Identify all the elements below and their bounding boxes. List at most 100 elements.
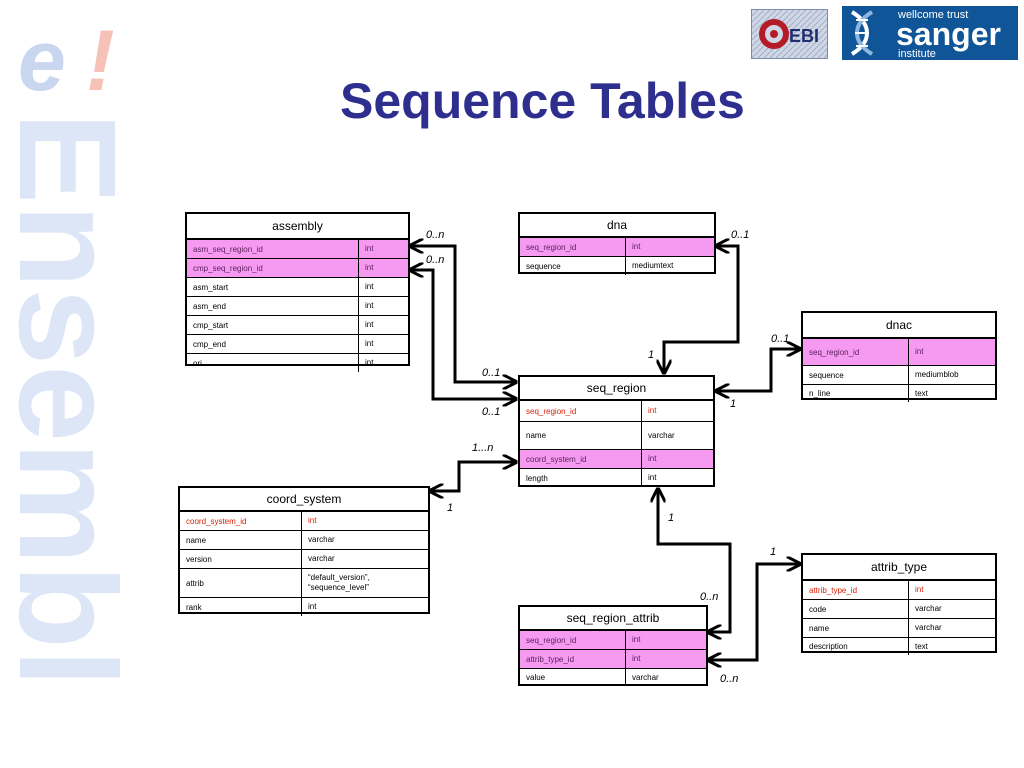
column-name: asm_start bbox=[187, 278, 359, 296]
column-type: int bbox=[365, 358, 374, 367]
column-name: cmp_end bbox=[187, 335, 359, 353]
column-type: int bbox=[365, 263, 374, 272]
table-row: asm_start int bbox=[187, 278, 408, 297]
column-type: int bbox=[648, 406, 657, 415]
column-type: int bbox=[365, 339, 374, 348]
column-type: int bbox=[365, 301, 374, 310]
table-dna-header: dna bbox=[520, 214, 714, 238]
card-dnac-side: 0..1 bbox=[771, 333, 790, 345]
column-name: sequence bbox=[520, 257, 626, 275]
ebi-logo: EBI bbox=[751, 9, 828, 59]
column-type: int bbox=[648, 454, 657, 463]
column-name: code bbox=[803, 600, 909, 618]
column-type: text bbox=[915, 641, 928, 651]
column-name: value bbox=[520, 669, 626, 686]
line-assembly-asm-seqregion bbox=[410, 246, 516, 382]
column-type: int bbox=[365, 320, 374, 329]
page-title: Sequence Tables bbox=[340, 73, 745, 129]
column-type: int bbox=[308, 516, 317, 525]
ensembl-vertical-word: Ensembl bbox=[0, 112, 144, 687]
column-type: varchar bbox=[648, 430, 675, 440]
column-type: varchar bbox=[308, 554, 335, 563]
column-type: “default_version”, “sequence_level” bbox=[308, 573, 370, 592]
table-row: seq_region_id int bbox=[520, 238, 714, 257]
card-assembly-asm: 0..n bbox=[426, 229, 445, 241]
column-name: version bbox=[180, 550, 302, 568]
sanger-logo-line1: wellcome trust bbox=[897, 9, 968, 21]
table-row: cmp_start int bbox=[187, 316, 408, 335]
column-name: asm_seq_region_id bbox=[187, 240, 359, 258]
card-seqregion-asm: 0..1 bbox=[482, 367, 501, 379]
table-row: name varchar bbox=[180, 531, 428, 550]
table-coord-system-header: coord_system bbox=[180, 488, 428, 512]
table-seq-region-attrib-header: seq_region_attrib bbox=[520, 607, 706, 631]
column-name: seq_region_id bbox=[803, 339, 909, 365]
column-name: rank bbox=[180, 598, 302, 616]
table-row: value varchar bbox=[520, 669, 706, 686]
column-type: int bbox=[648, 473, 657, 482]
column-name: sequence bbox=[803, 366, 909, 384]
table-attrib-type-header: attrib_type bbox=[803, 555, 995, 581]
card-assembly-cmp: 0..n bbox=[426, 254, 445, 266]
e-logo-letter: e bbox=[18, 13, 66, 109]
card-sra-up: 1 bbox=[668, 512, 675, 524]
card-seqregion-cmp: 0..1 bbox=[482, 406, 501, 418]
sanger-logo-line2: sanger bbox=[896, 16, 1001, 52]
column-type: varchar bbox=[308, 535, 335, 544]
sanger-institute-logo: wellcome trust sanger institute bbox=[842, 6, 1018, 60]
column-name: name bbox=[803, 619, 909, 637]
sanger-logo-line3: institute bbox=[898, 48, 936, 60]
column-name: seq_region_id bbox=[520, 401, 642, 421]
table-seq-region-header: seq_region bbox=[520, 377, 713, 401]
column-type: int bbox=[308, 602, 317, 611]
column-type: int bbox=[365, 282, 374, 291]
table-row: seq_region_id int bbox=[520, 401, 713, 422]
column-type: int bbox=[915, 585, 924, 594]
card-dna-side: 0..1 bbox=[731, 229, 750, 241]
ensembl-side-logo: e ! Ensembl bbox=[0, 13, 144, 687]
table-row: length int bbox=[520, 469, 713, 487]
column-name: description bbox=[803, 638, 909, 655]
column-type: varchar bbox=[632, 672, 659, 682]
column-type: int bbox=[632, 242, 641, 251]
card-sra-seqregion: 0..n bbox=[700, 591, 719, 603]
column-name: attrib bbox=[180, 569, 302, 597]
column-type: varchar bbox=[915, 623, 942, 632]
column-name: name bbox=[180, 531, 302, 549]
e-logo-bang: ! bbox=[86, 13, 115, 109]
table-row: code varchar bbox=[803, 600, 995, 619]
ebi-logo-text: EBI bbox=[789, 26, 819, 46]
column-name: asm_end bbox=[187, 297, 359, 315]
column-type: varchar bbox=[915, 604, 942, 613]
table-assembly-header: assembly bbox=[187, 214, 408, 240]
column-name: name bbox=[520, 422, 642, 449]
table-row: coord_system_id int bbox=[520, 450, 713, 469]
table-row: name varchar bbox=[520, 422, 713, 450]
column-name: seq_region_id bbox=[520, 238, 626, 256]
column-type: text bbox=[915, 388, 928, 398]
column-name: length bbox=[520, 469, 642, 487]
column-name: cmp_start bbox=[187, 316, 359, 334]
table-row: asm_end int bbox=[187, 297, 408, 316]
card-coord-seqregion: 1...n bbox=[472, 442, 494, 454]
line-coordsystem-seqregion bbox=[430, 462, 516, 491]
column-name: coord_system_id bbox=[520, 450, 642, 468]
column-type: int bbox=[632, 635, 641, 644]
column-name: coord_system_id bbox=[180, 512, 302, 530]
table-row: description text bbox=[803, 638, 995, 655]
card-dna-seqregion: 1 bbox=[648, 349, 655, 361]
